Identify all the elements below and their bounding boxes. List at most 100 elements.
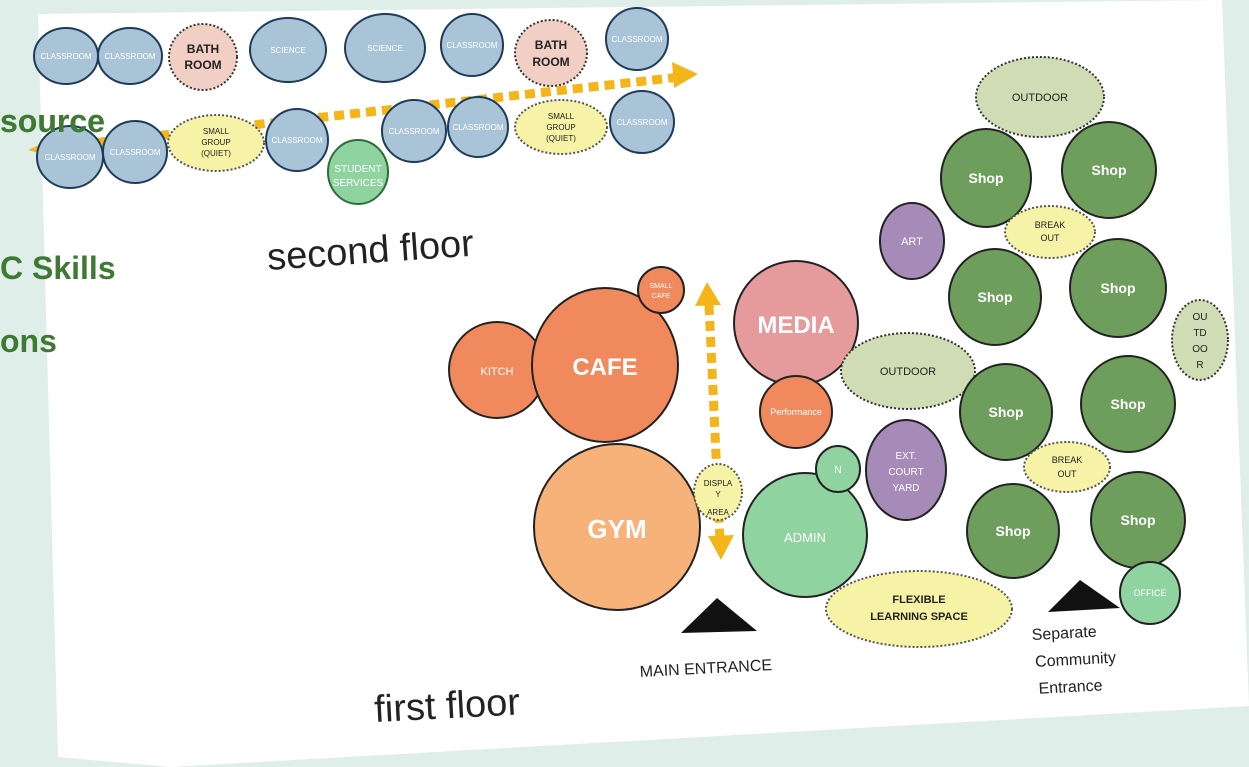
room-break-out-1: BREAK OUT xyxy=(1004,205,1096,259)
room-bathroom-2: BATH ROOM xyxy=(514,19,588,87)
svg-text:KITCH: KITCH xyxy=(481,366,514,378)
svg-text:SMALL: SMALL xyxy=(203,127,230,136)
svg-text:ADMIN: ADMIN xyxy=(784,530,826,545)
svg-text:YARD: YARD xyxy=(892,483,919,494)
svg-text:CLASSROOM: CLASSROOM xyxy=(109,148,160,157)
room-media: MEDIA xyxy=(733,260,859,386)
room-classroom-6: CLASSROOM xyxy=(102,120,168,184)
room-kitch: KITCH xyxy=(448,321,546,419)
side-text-resource-front: source xyxy=(0,103,105,139)
svg-text:N: N xyxy=(834,465,841,476)
svg-text:SCIENCE: SCIENCE xyxy=(367,44,403,53)
room-classroom-4: CLASSROOM xyxy=(605,7,669,71)
svg-text:FLEXIBLE: FLEXIBLE xyxy=(892,594,945,606)
svg-text:EXT.: EXT. xyxy=(895,451,916,462)
svg-text:Shop: Shop xyxy=(978,289,1013,305)
room-outdoor-top: OUTDOOR xyxy=(975,56,1105,138)
svg-text:CLASSROOM: CLASSROOM xyxy=(446,41,497,50)
svg-text:R: R xyxy=(1196,360,1203,371)
svg-text:MEDIA: MEDIA xyxy=(757,312,834,339)
room-shop-6: Shop xyxy=(1080,355,1176,453)
svg-text:(QUIET): (QUIET) xyxy=(546,134,576,143)
svg-text:Shop: Shop xyxy=(969,170,1004,186)
svg-text:Performance: Performance xyxy=(770,407,822,417)
svg-text:SMALL: SMALL xyxy=(548,112,575,121)
room-shop-2: Shop xyxy=(1061,121,1157,219)
svg-text:OU: OU xyxy=(1193,312,1208,323)
svg-text:AREA: AREA xyxy=(707,508,729,517)
room-gym: GYM xyxy=(533,443,701,611)
svg-text:Shop: Shop xyxy=(1111,396,1146,412)
heading-first-floor: first floor xyxy=(373,681,521,731)
room-admin: ADMIN xyxy=(742,472,868,598)
svg-text:COURT: COURT xyxy=(888,467,923,478)
room-bathroom-1: BATH ROOM xyxy=(168,23,238,91)
room-shop-4: Shop xyxy=(1069,238,1167,338)
room-classroom-1: CLASSROOM xyxy=(33,27,99,85)
community-entrance-label: Separate Community Entrance xyxy=(1031,624,1116,698)
side-text-ons: ons xyxy=(0,323,57,359)
room-performance: Performance xyxy=(759,375,833,449)
svg-text:TD: TD xyxy=(1193,328,1206,339)
room-classroom-8: CLASSROOM xyxy=(381,99,447,163)
svg-text:OFFICE: OFFICE xyxy=(1134,588,1167,598)
room-outdoor-vertical: OU TD OO R xyxy=(1171,299,1229,381)
svg-text:CLASSROOM: CLASSROOM xyxy=(104,52,155,61)
room-office: OFFICE xyxy=(1119,561,1181,625)
svg-text:GROUP: GROUP xyxy=(546,123,575,132)
room-classroom-7: CLASSROOM xyxy=(265,108,329,172)
svg-text:DISPLA: DISPLA xyxy=(704,479,733,488)
svg-text:SMALL: SMALL xyxy=(650,283,673,290)
room-student-services: STUDENT SERVICES xyxy=(327,139,389,205)
main-entrance-marker xyxy=(681,598,757,633)
svg-text:Shop: Shop xyxy=(1121,512,1156,528)
main-entrance-label: MAIN ENTRANCE xyxy=(639,657,772,681)
svg-text:SERVICES: SERVICES xyxy=(333,178,384,189)
room-shop-5: Shop xyxy=(959,363,1053,461)
svg-text:ROOM: ROOM xyxy=(532,55,569,69)
side-text-skills: C Skills xyxy=(0,250,116,286)
room-art: ART xyxy=(879,202,945,280)
svg-text:CLASSROOM: CLASSROOM xyxy=(388,127,439,136)
svg-text:CLASSROOM: CLASSROOM xyxy=(44,153,95,162)
svg-text:Shop: Shop xyxy=(989,404,1024,420)
svg-text:OUT: OUT xyxy=(1041,233,1061,243)
svg-text:CLASSROOM: CLASSROOM xyxy=(452,123,503,132)
svg-text:ROOM: ROOM xyxy=(184,58,221,72)
side-text-resource: source xyxy=(0,103,105,139)
svg-text:CAFE: CAFE xyxy=(572,354,637,381)
room-ext-courtyard: EXT. COURT YARD xyxy=(865,419,947,521)
room-classroom-2: CLASSROOM xyxy=(97,27,163,85)
room-science-1: SCIENCE xyxy=(249,17,327,83)
svg-text:STUDENT: STUDENT xyxy=(334,164,381,175)
room-classroom-9: CLASSROOM xyxy=(447,96,509,158)
svg-text:CLASSROOM: CLASSROOM xyxy=(611,35,662,44)
svg-text:GYM: GYM xyxy=(587,514,646,544)
community-entrance-marker xyxy=(1048,580,1120,612)
svg-text:OO: OO xyxy=(1192,344,1208,355)
svg-text:BATH: BATH xyxy=(187,42,219,56)
svg-text:LEARNING SPACE: LEARNING SPACE xyxy=(870,611,968,623)
room-small-group-2: SMALL GROUP (QUIET) xyxy=(514,99,608,155)
svg-text:OUT: OUT xyxy=(1058,469,1078,479)
svg-text:BREAK: BREAK xyxy=(1035,220,1066,230)
svg-text:OUTDOOR: OUTDOOR xyxy=(1012,92,1068,104)
svg-text:SCIENCE: SCIENCE xyxy=(270,46,306,55)
svg-text:(QUIET): (QUIET) xyxy=(201,149,231,158)
svg-text:OUTDOOR: OUTDOOR xyxy=(880,366,936,378)
room-shop-7: Shop xyxy=(966,483,1060,579)
svg-text:BREAK: BREAK xyxy=(1052,455,1083,465)
svg-text:BATH: BATH xyxy=(535,38,567,52)
svg-text:CLASSROOM: CLASSROOM xyxy=(271,136,322,145)
svg-text:CAFE: CAFE xyxy=(652,293,671,300)
svg-text:Separate: Separate xyxy=(1031,624,1097,644)
svg-text:Shop: Shop xyxy=(1092,162,1127,178)
room-small-cafe: SMALL CAFE xyxy=(637,266,685,314)
svg-text:ART: ART xyxy=(901,236,923,248)
room-shop-1: Shop xyxy=(940,128,1032,228)
room-break-out-2: BREAK OUT xyxy=(1023,441,1111,493)
room-flexible-learning: FLEXIBLE LEARNING SPACE xyxy=(825,570,1013,648)
